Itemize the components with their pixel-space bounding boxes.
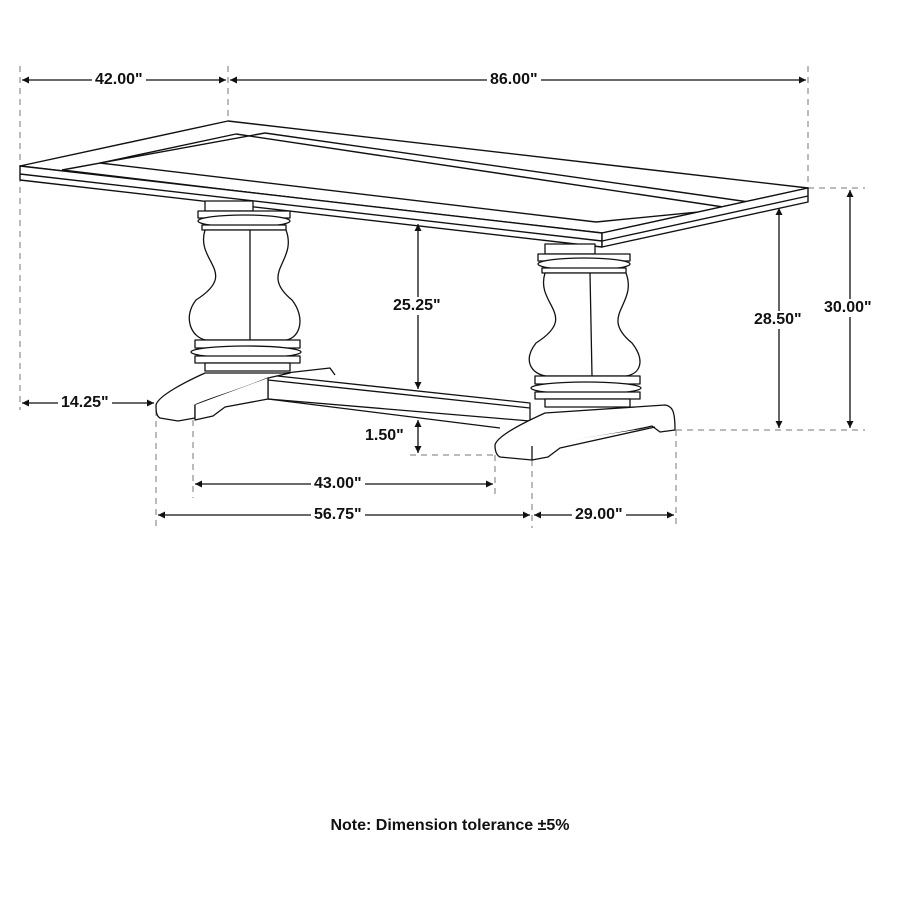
left-foot: [156, 373, 290, 421]
dimension-overall-height-label: 30.00": [821, 299, 875, 317]
stretcher: [268, 368, 530, 428]
right-foot: [495, 405, 675, 460]
guide-lines: [20, 66, 865, 528]
dimension-inner-span-label: 43.00": [311, 475, 365, 493]
table-top: [20, 121, 808, 247]
tolerance-note: Note: Dimension tolerance ±5%: [330, 817, 570, 834]
dimension-depth-label: 42.00": [92, 71, 146, 89]
dimension-length-label: 86.00": [487, 71, 541, 89]
right-pedestal: [529, 243, 641, 408]
dimension-foot-depth-label: 29.00": [572, 506, 626, 524]
dimension-outer-span-label: 56.75": [311, 506, 365, 524]
dimension-top-overhang-label: 14.25": [58, 394, 112, 412]
dimension-under-top-height-label: 28.50": [751, 311, 805, 329]
dimension-apron-to-floor-label: 25.25": [390, 297, 444, 315]
dimension-stretcher-clearance-label: 1.50": [362, 427, 407, 445]
left-pedestal: [189, 200, 301, 372]
